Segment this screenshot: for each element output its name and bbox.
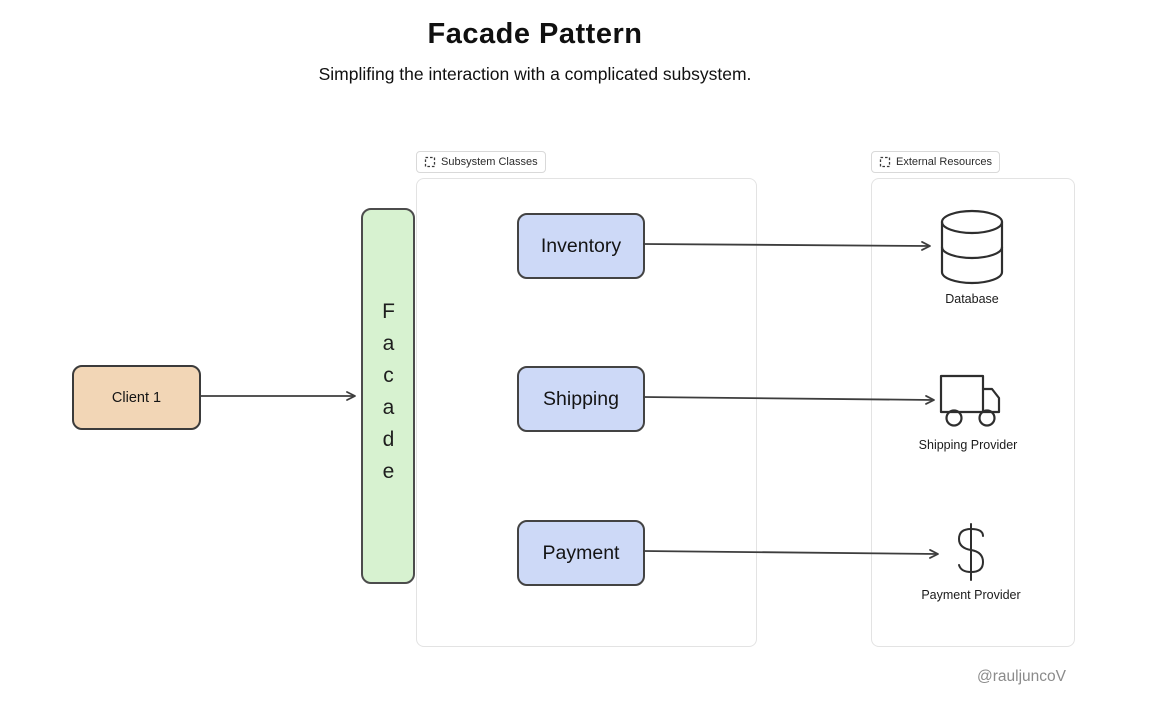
frame-icon [879,156,891,168]
database-label: Database [945,292,999,306]
facade-label: Facade [377,300,400,492]
watermark: @rauljuncoV [977,668,1066,685]
payment-node: Payment [517,520,645,586]
payment-provider-label: Payment Provider [921,588,1021,602]
shipping-label: Shipping [543,387,619,410]
truck-icon [939,374,1001,427]
payment-label: Payment [542,541,620,564]
client-node: Client 1 [72,365,201,430]
dollar-sign-icon [957,523,985,581]
inventory-node: Inventory [517,213,645,279]
inventory-label: Inventory [540,234,622,257]
database-icon [940,209,1004,285]
client-label: Client 1 [111,389,162,406]
subsystem-classes-tag: Subsystem Classes [416,151,546,173]
facade-node: Facade [361,208,415,584]
subsystem-tag-label: Subsystem Classes [441,156,538,168]
external-resources-tag: External Resources [871,151,1000,173]
frame-icon [424,156,436,168]
external-tag-label: External Resources [896,156,992,168]
page-subtitle: Simplifing the interaction with a compli… [318,64,752,84]
shipping-node: Shipping [517,366,645,432]
shipping-provider-label: Shipping Provider [918,438,1018,452]
page-title: Facade Pattern [427,18,643,50]
